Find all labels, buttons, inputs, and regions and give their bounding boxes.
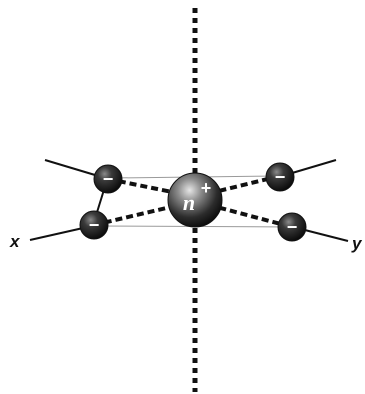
central-ion-label: n (183, 190, 195, 215)
ligand-charge: − (103, 169, 114, 189)
ligand-charge: − (89, 215, 100, 235)
ligand-charge: − (287, 217, 298, 237)
ligand-lower-left: − (80, 211, 108, 239)
x-axis-label: x (9, 232, 21, 251)
ligand-charge: − (275, 167, 286, 187)
central-ion-charge: + (201, 178, 212, 198)
ligand-upper-right: − (266, 163, 294, 191)
ligand-upper-left: − (94, 165, 122, 193)
y-axis-label: y (351, 234, 363, 253)
ligand-lower-right: − (278, 213, 306, 241)
central-ion: n + (168, 173, 222, 227)
